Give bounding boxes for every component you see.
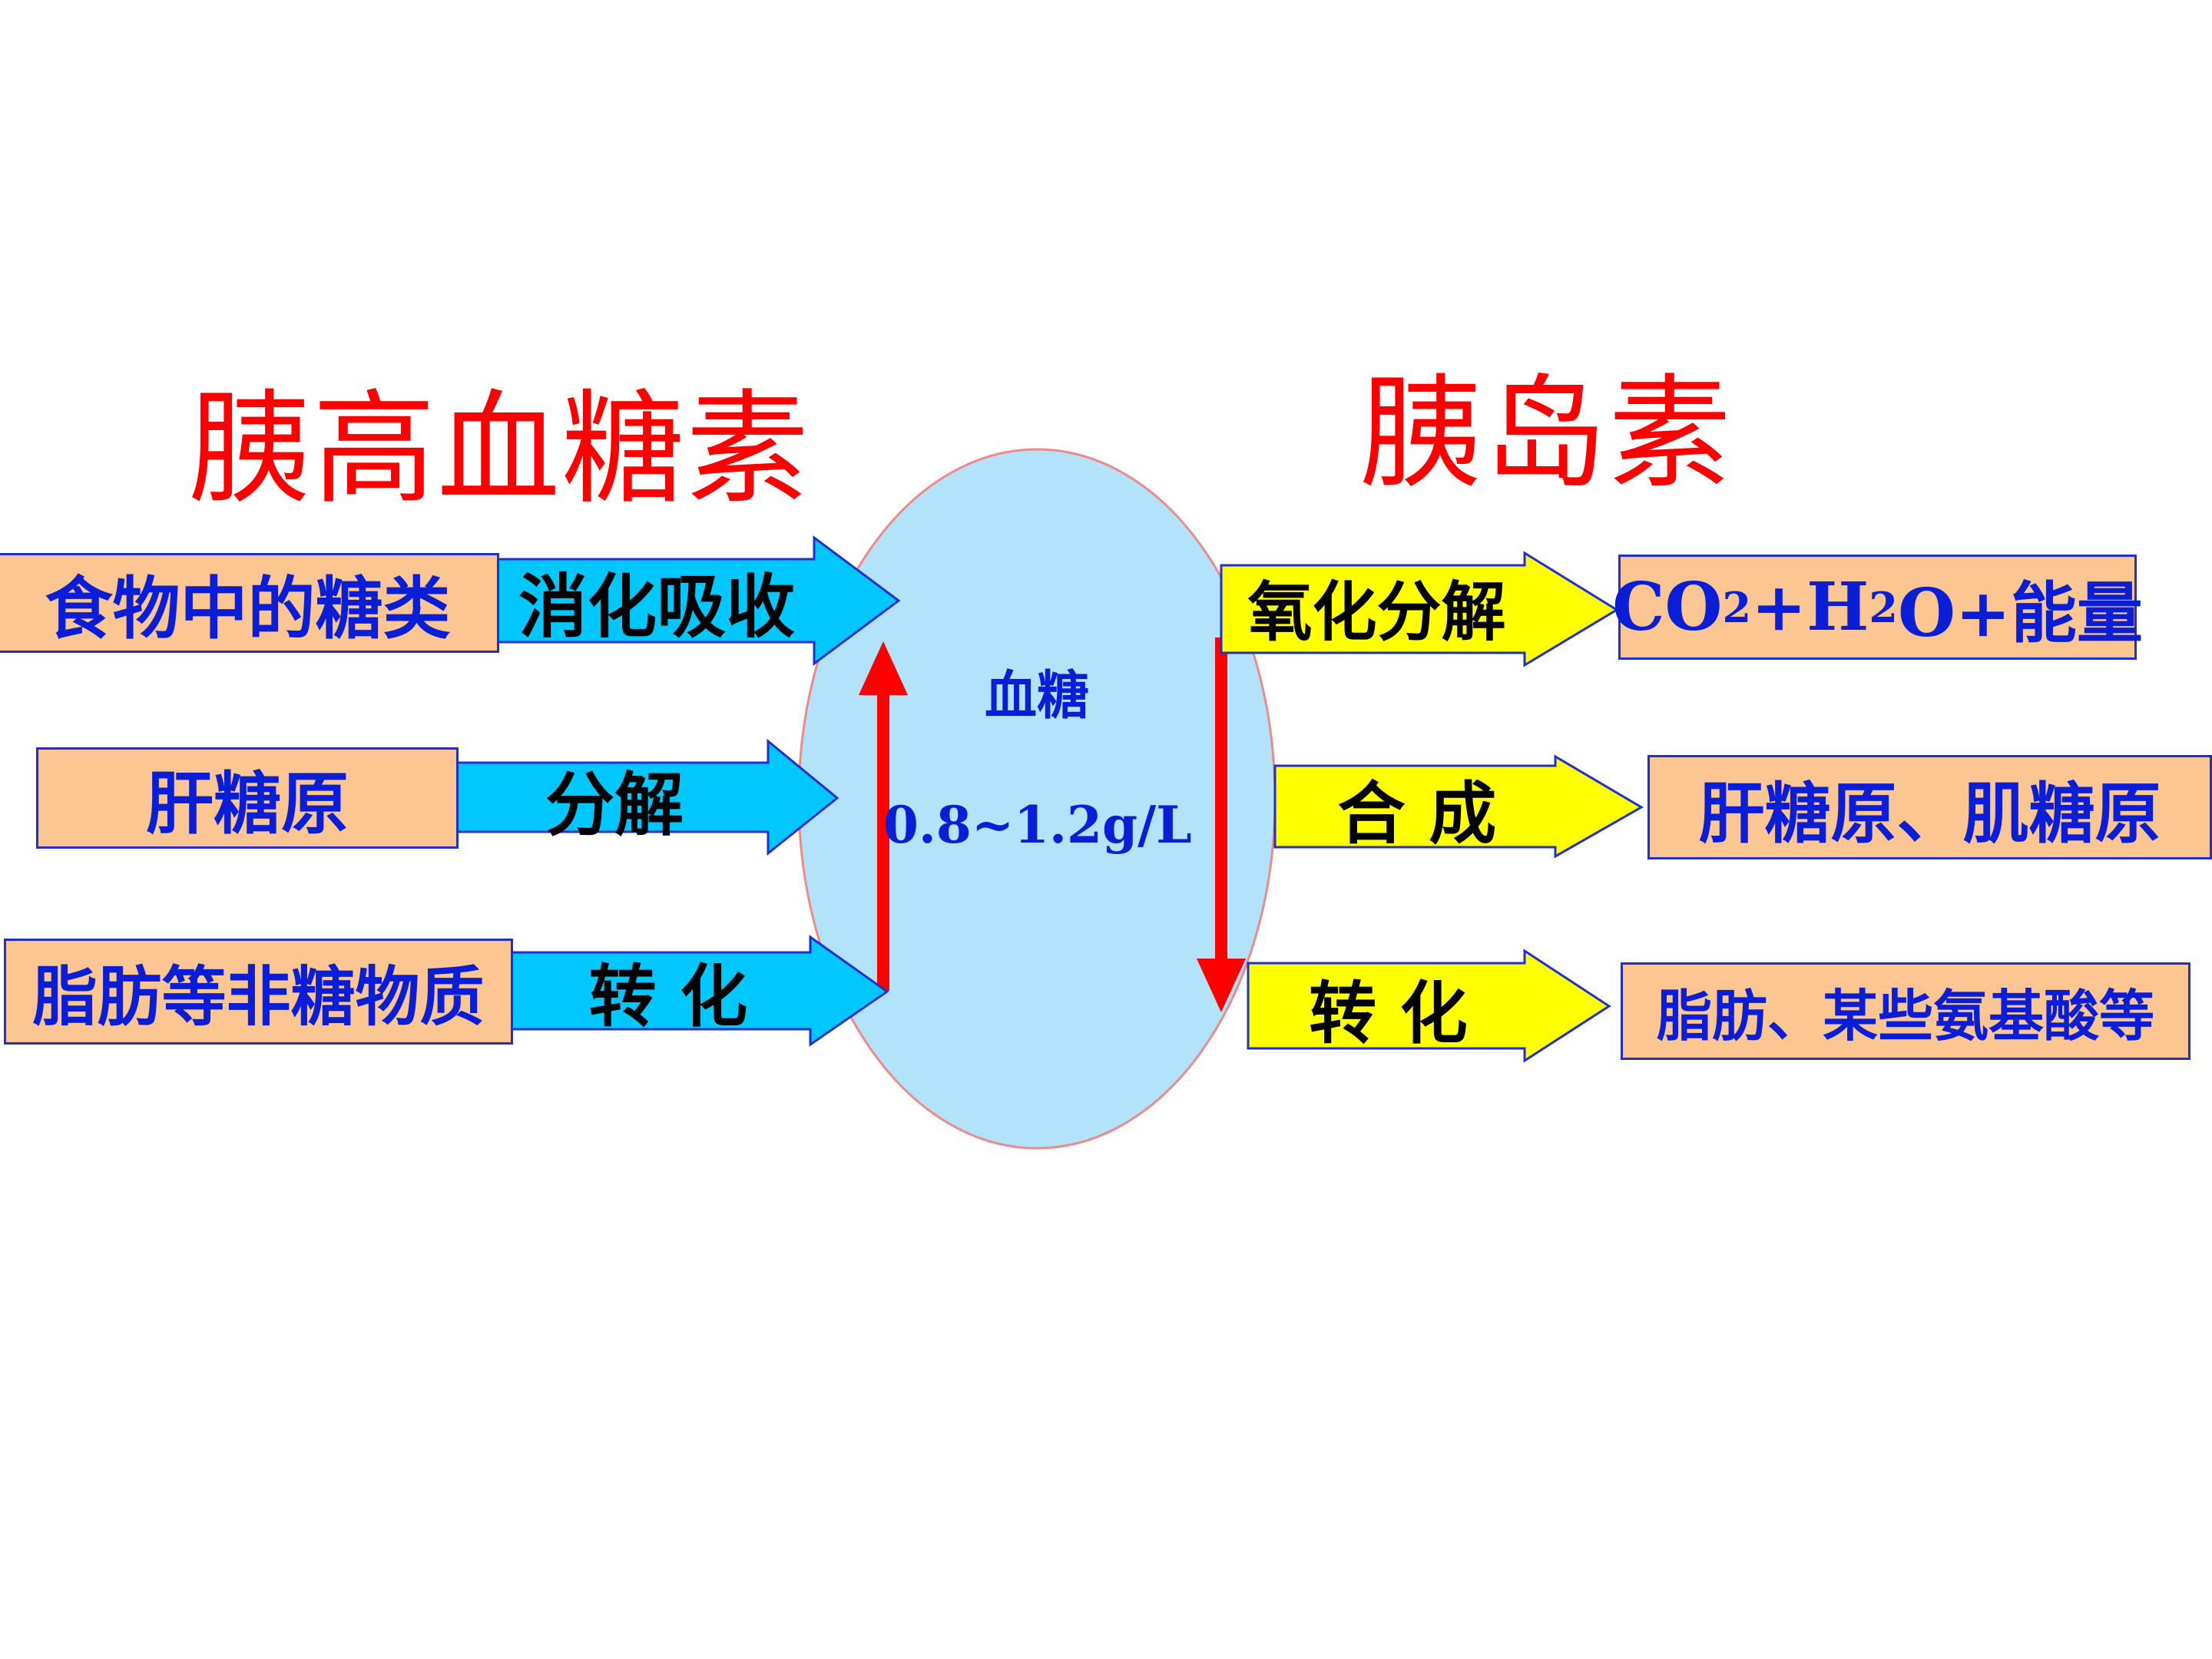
conversion-arrow xyxy=(509,935,889,1047)
plus-h-text: +H xyxy=(1751,568,1869,646)
glycogen-storage-box: 肝糖原、肌糖原 xyxy=(1647,755,2212,859)
food-sugar-box: 食物中的糖类 xyxy=(0,553,499,653)
fat-amino-acids-box: 脂肪、某些氨基酸等 xyxy=(1621,962,2190,1060)
conversion-out-arrow xyxy=(1247,949,1611,1063)
co-text: CO xyxy=(1612,568,1723,646)
conversion-label: 转 化 xyxy=(588,955,748,1036)
blood-glucose-range: 0.8~1.2g/L xyxy=(883,795,1192,855)
subscript-2: 2 xyxy=(1722,582,1752,632)
non-sugar-substances-box: 脂肪等非糖物质 xyxy=(4,939,513,1045)
oxidative-decomposition-label: 氧化分解 xyxy=(1247,573,1506,650)
glucagon-title: 胰高血糖素 xyxy=(188,377,811,521)
digestion-arrow xyxy=(490,535,901,666)
insulin-title: 胰岛素 xyxy=(1359,362,1734,505)
subscript-2b: 2 xyxy=(1869,582,1898,632)
synthesis-label: 合 成 xyxy=(1337,773,1497,853)
liver-glycogen-box: 肝糖原 xyxy=(36,747,459,849)
breakdown-label: 分解 xyxy=(545,764,684,846)
o-energy-text: O+能量 xyxy=(1897,575,2143,652)
oxidation-arrow xyxy=(1220,551,1619,667)
digestion-absorption-label: 消化吸收 xyxy=(518,566,795,647)
increase-arrow xyxy=(859,641,908,991)
blood-glucose-label: 血糖 xyxy=(984,665,1089,727)
decrease-arrow xyxy=(1197,637,1246,1012)
breakdown-arrow xyxy=(452,738,839,856)
synthesis-arrow xyxy=(1273,754,1644,859)
conversion-out-label: 转 化 xyxy=(1309,972,1468,1053)
